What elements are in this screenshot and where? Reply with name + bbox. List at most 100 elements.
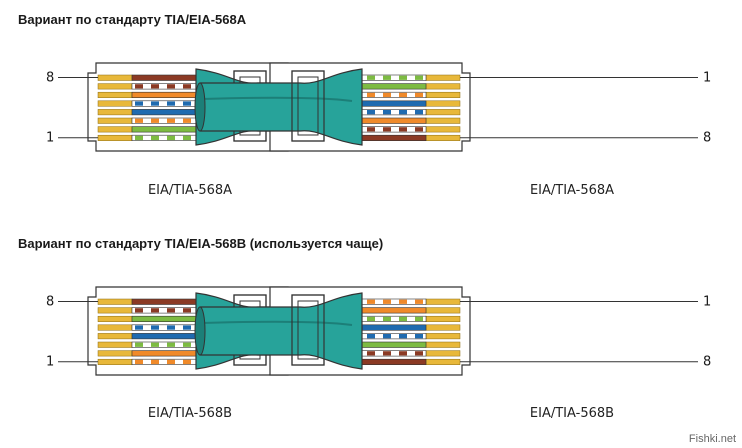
wire-stripe [383,334,391,339]
wire-stripe [415,75,423,80]
b-left-contact [97,315,133,322]
b-right-cable-shade [201,320,353,326]
wire-stripe [383,75,391,80]
wire-stripe [399,92,407,98]
heading-568b: Вариант по стандарту TIA/EIA-568B (испол… [18,236,384,251]
wire-stripe [167,359,175,365]
watermark-logo: Fishki.net [688,433,736,445]
wire-stripe [367,110,375,115]
wire-stripe [399,334,407,339]
b-right-wire-orange [357,307,427,314]
b-left-pin-label-bottom: 1 [46,355,54,370]
b-right-wire-brown [357,358,427,366]
a-right-wire-green [357,83,427,90]
a-left-pin-label-bottom: 1 [46,131,54,146]
caption-568a-left: EIA/TIA-568A [147,183,233,198]
wire-stripe [415,316,423,322]
a-right-contact [425,74,461,81]
b-right-cable-end [194,306,206,356]
wire-stripe [183,342,191,347]
a-left-contact [97,117,133,124]
a-right-contact [425,126,461,133]
wire-stripe [167,325,175,330]
a-right-cable-end [194,82,206,132]
b-right-contact [425,341,461,348]
wire-stripe [135,135,143,141]
b-left-contact [97,298,133,305]
wire-stripe [183,101,191,106]
a-right-pin-label-top: 1 [703,71,711,86]
a-right-latch-front-inner [297,76,319,136]
caption-568a-right: EIA/TIA-568A [529,183,615,198]
wire-stripe [167,118,175,123]
a-left-contact [97,126,133,133]
a-left-wire-green [131,126,201,133]
a-right-contact [425,117,461,124]
a-right-wire-orange [357,117,427,124]
a-left-contact [97,91,133,98]
wire-stripe [183,118,191,123]
wire-stripe [415,127,423,132]
wire-stripe [151,135,159,141]
a-left-wire-orange [131,91,201,98]
a-left-contact [97,109,133,116]
b-left-pin-label-top: 8 [46,295,54,310]
b-right-contact [425,298,461,305]
wire-stripe [415,351,423,356]
b-right-contact [425,324,461,331]
wire-stripe [399,316,407,322]
wire-stripe [135,118,143,123]
wire-stripe [167,342,175,347]
b-left-wire-green [131,315,201,323]
b-right-pin-label-top: 1 [703,295,711,310]
b-left-wire-brown [131,298,201,305]
b-right-contact [425,307,461,314]
a-left-contact [97,74,133,81]
wire-stripe [135,84,143,89]
wire-stripe [151,308,159,313]
a-right-latch-front [291,70,325,142]
a-left-wire-brown [131,74,201,81]
caption-568b-right: EIA/TIA-568B [529,406,615,421]
wire-stripe [135,101,143,106]
wire-stripe [183,135,191,141]
wire-stripe [167,101,175,106]
b-left-contact [97,324,133,331]
wire-stripe [383,351,391,356]
a-left-contact [97,83,133,90]
b-right-wire-blue [357,324,427,331]
wire-stripe [151,342,159,347]
wire-stripe [167,308,175,313]
a-right-contact [425,100,461,107]
a-left-wire-blue [131,109,201,116]
a-right-contact [425,83,461,90]
wire-stripe [415,334,423,339]
wire-stripe [383,299,391,304]
a-left-contact [97,134,133,141]
a-left-contact [97,100,133,107]
b-left-contact [97,333,133,340]
wire-stripe [383,92,391,98]
wire-stripe [415,110,423,115]
wire-stripe [399,351,407,356]
b-right-contact [425,350,461,357]
wire-stripe [367,92,375,98]
wire-stripe [151,84,159,89]
wire-stripe [399,127,407,132]
a-right-contact [425,134,461,141]
wire-stripe [383,110,391,115]
wire-stripe [135,325,143,330]
wire-stripe [399,110,407,115]
wire-stripe [399,75,407,80]
wire-stripe [151,325,159,330]
wire-stripe [383,127,391,132]
a-right-wire-brown [357,134,427,141]
b-left-wire-blue [131,333,201,340]
wire-stripe [367,75,375,80]
b-right-contact [425,358,461,365]
wire-stripe [183,325,191,330]
wire-stripe [367,351,375,356]
wire-stripe [135,342,143,347]
a-right-contact [425,109,461,116]
a-right-cable-shade [201,96,353,102]
